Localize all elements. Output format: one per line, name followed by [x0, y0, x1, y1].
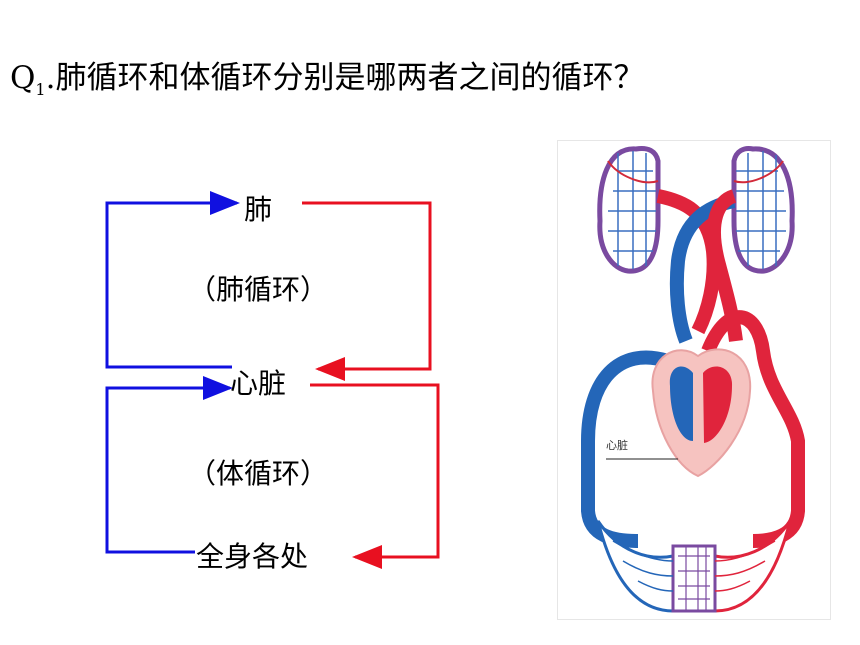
left-lung-illustration	[597, 146, 661, 274]
illustration-heart-label: 心脏	[606, 439, 628, 452]
blue-arrow-heart-to-lung	[105, 191, 240, 369]
whole-body-label: 全身各处	[196, 540, 309, 573]
question-prefix: Q	[10, 60, 36, 96]
lung-label: 肺	[244, 193, 273, 226]
question-title: Q1.肺循环和体循环分别是哪两者之间的循环？	[10, 52, 644, 99]
circulatory-system-illustration: 心脏	[557, 140, 831, 620]
red-arrow-lung-to-heart	[302, 201, 432, 381]
circulation-flow-diagram	[105, 191, 440, 569]
question-text: .肺循环和体循环分别是哪两者之间的循环？	[45, 60, 645, 96]
question-number: 1	[35, 80, 46, 100]
blue-arrow-body-to-heart	[105, 376, 233, 554]
systemic-capillaries-illustration	[596, 520, 792, 613]
heart-label: 心脏	[230, 367, 287, 400]
heart-illustration	[651, 348, 752, 478]
right-lung-illustration	[731, 146, 795, 274]
pulmonary-circulation-label: （肺循环）	[188, 273, 329, 306]
systemic-circulation-label: （体循环）	[188, 457, 329, 490]
red-arrow-heart-to-body	[310, 383, 440, 569]
